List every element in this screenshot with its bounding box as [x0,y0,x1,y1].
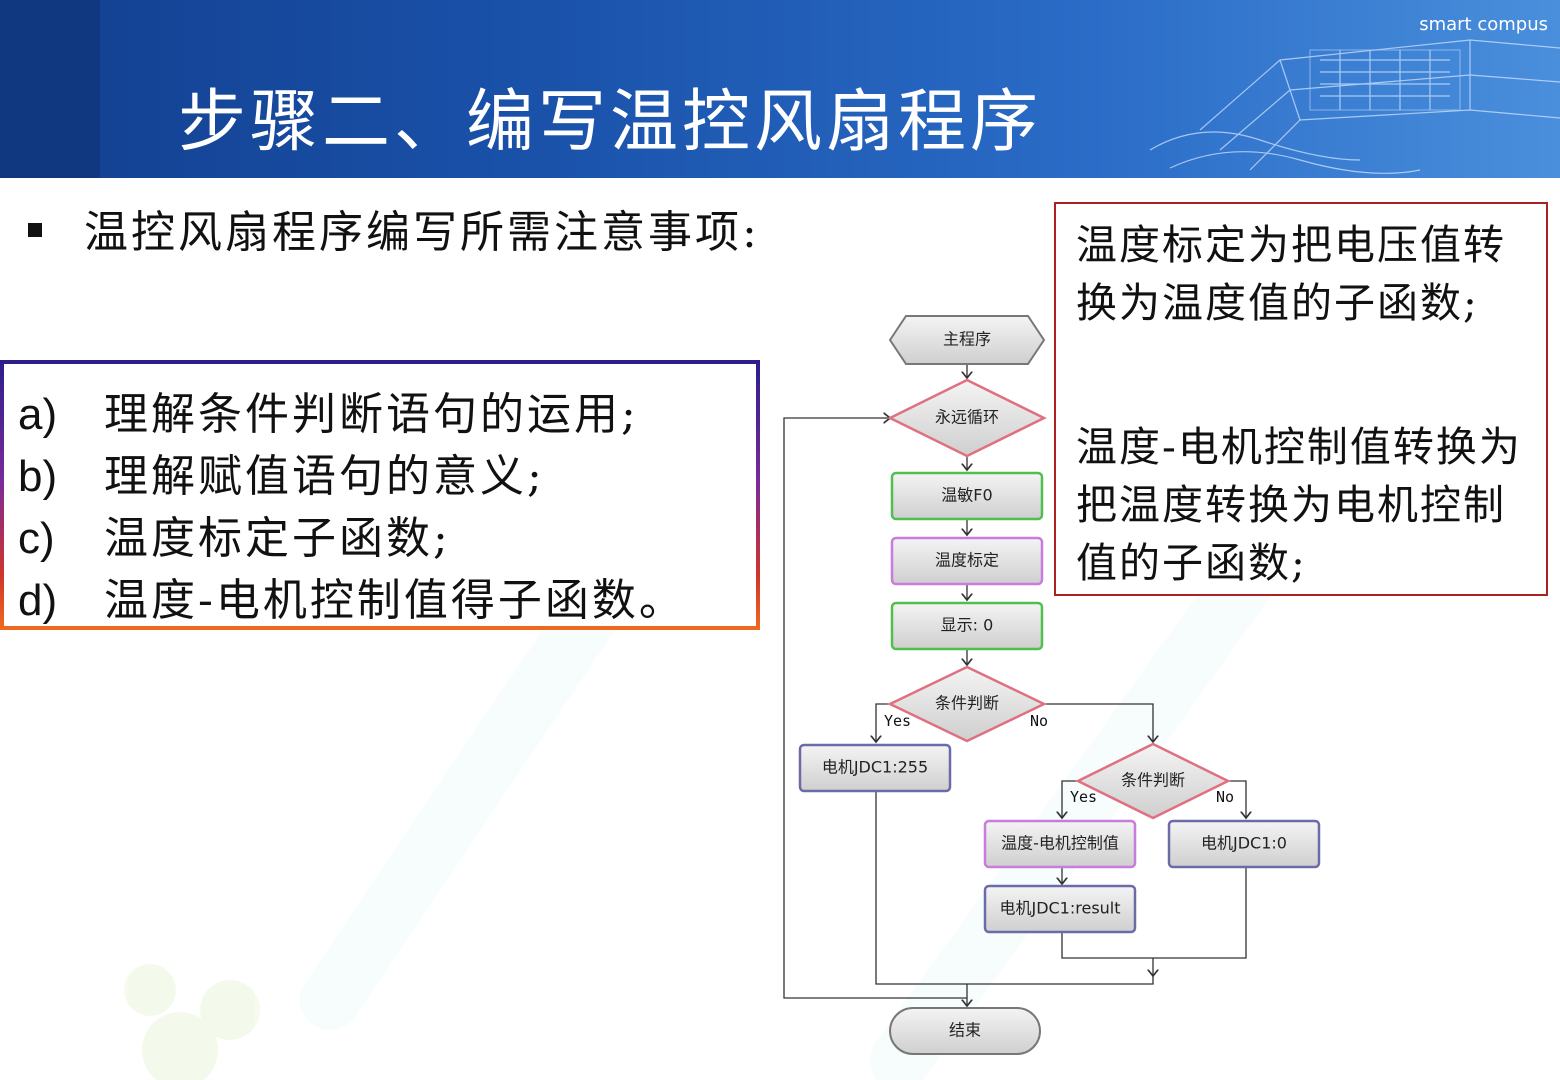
list-item-text: 温度标定子函数; [104,513,451,564]
list-item-label: d) [18,576,58,625]
list-item-text: 温度-电机控制值得子函数。 [104,575,686,626]
list-item-label: b) [18,452,58,501]
node-motor-0-label: 电机JDC1:0 [1201,834,1287,853]
list-item-text: 理解赋值语句的意义; [104,451,545,502]
node-sensor-label: 温敏F0 [941,486,992,505]
notes-list-box: a) 理解条件判断语句的运用; b) 理解赋值语句的意义; c) 温度标定子函数; d… [0,360,760,630]
bullet-heading: 温控风扇程序编写所需注意事项: [28,196,760,260]
node-display: 显示: 0 [890,601,1044,651]
list-item: c) 温度标定子函数; [18,502,451,566]
header-banner: smart compus 步骤二、编写温控风扇程序 [0,0,1560,178]
node-end-label: 结束 [949,1021,981,1040]
list-item-label: c) [18,514,55,563]
page-title: 步骤二、编写温控风扇程序 [178,83,1043,162]
brand-text: smart compus [1419,14,1548,35]
node-start: 主程序 [888,315,1046,365]
node-motor-255: 电机JDC1:255 [798,743,952,793]
node-display-label: 显示: 0 [941,616,994,635]
no-label-2: No [1216,788,1234,806]
header-stripe [0,0,100,178]
node-end: 结束 [889,1007,1041,1055]
bullet-text: 温控风扇程序编写所需注意事项: [84,207,760,258]
node-calibrate-label: 温度标定 [935,551,999,570]
list-item-text: 理解条件判断语句的运用; [104,389,639,440]
list-item-label: a) [18,390,58,439]
list-item: b) 理解赋值语句的意义; [18,440,545,504]
node-calibrate: 温度标定 [890,536,1044,586]
node-sensor: 温敏F0 [890,471,1044,521]
node-motor-result-label: 电机JDC1:result [999,899,1120,918]
node-loop: 永远循环 [887,378,1047,458]
node-motor-255-label: 电机JDC1:255 [822,758,928,777]
yes-label-2: Yes [1070,788,1097,806]
campus-building-graphic [1149,39,1560,174]
node-motor-0: 电机JDC1:0 [1167,819,1321,869]
list-item: a) 理解条件判断语句的运用; [18,378,639,442]
node-condition-1-label: 条件判断 [935,694,999,713]
explanation-box: 温度标定为把电压值转换为温度值的子函数; 温度-电机控制值转换为把温度转换为电机… [1054,202,1548,596]
node-condition-1: 条件判断 [887,665,1047,743]
node-condition-2-label: 条件判断 [1121,771,1185,790]
node-motor-result: 电机JDC1:result [983,884,1137,934]
flow-connectors [783,364,1246,1006]
explanation-para-1: 温度标定为把电压值转换为温度值的子函数; [1076,221,1506,327]
node-temp-motor-label: 温度-电机控制值 [1001,834,1119,853]
node-condition-2: 条件判断 [1075,742,1231,820]
node-loop-label: 永远循环 [935,408,999,427]
no-label-1: No [1030,712,1048,730]
bullet-square-icon [28,222,42,237]
list-item: d) 温度-电机控制值得子函数。 [18,564,686,628]
yes-label-1: Yes [884,712,911,730]
node-temp-motor: 温度-电机控制值 [983,819,1137,869]
node-start-label: 主程序 [943,330,991,349]
explanation-para-2: 温度-电机控制值转换为把温度转换为电机控制值的子函数; [1076,423,1522,587]
